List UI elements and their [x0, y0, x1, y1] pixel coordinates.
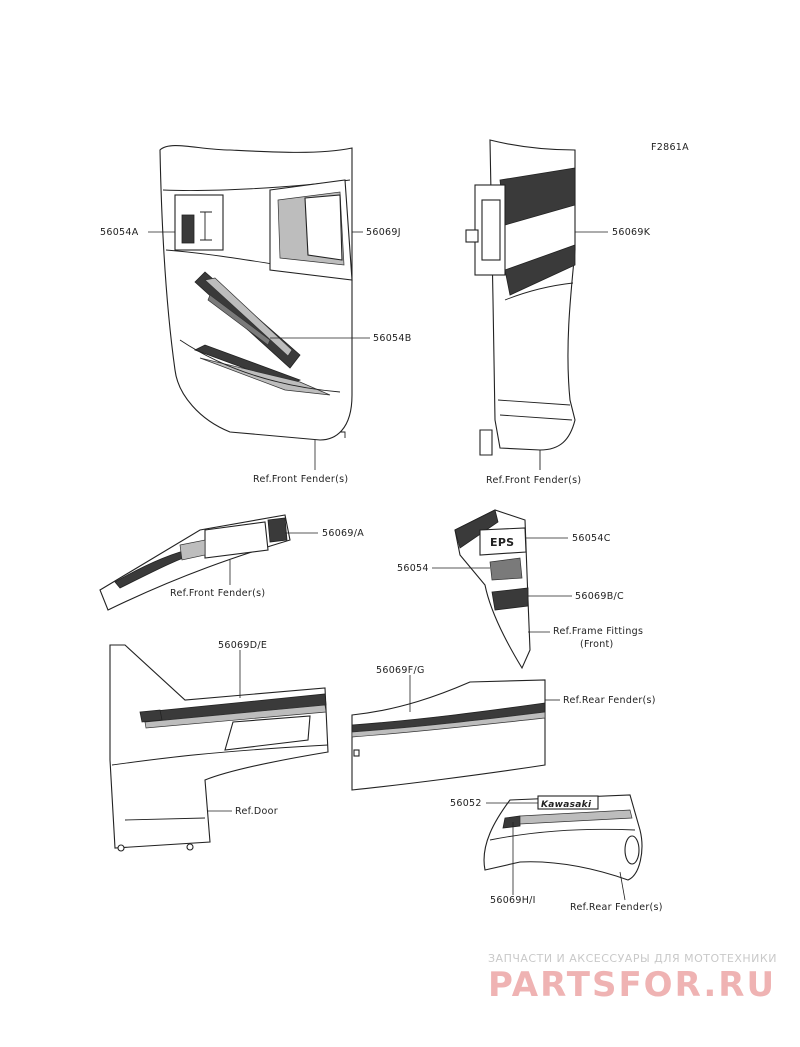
- label-56069A: 56069/A: [322, 528, 364, 539]
- decal-56054C: [479, 527, 527, 556]
- decal-56054B: [194, 271, 301, 369]
- frame-fittings-panel: EPS: [454, 509, 531, 670]
- label-ref-rear-fender-1: Ref.Rear Fender(s): [563, 695, 656, 706]
- label-56069HI: 56069H/I: [490, 895, 536, 906]
- label-56069J: 56069J: [366, 227, 401, 238]
- label-56054A: 56054A: [100, 227, 139, 238]
- front-fender-right-panel: [465, 139, 576, 470]
- decal-56052: [537, 795, 599, 810]
- label-ref-frame-1: Ref.Frame Fittings: [553, 626, 643, 637]
- decal-56054: [489, 557, 523, 581]
- label-56069DE: 56069D/E: [218, 640, 267, 651]
- label-56054B: 56054B: [373, 333, 412, 344]
- watermark-tagline: ЗАПЧАСТИ И АКСЕССУАРЫ ДЛЯ МОТОТЕХНИКИ: [488, 952, 777, 965]
- label-56052: 56052: [450, 798, 482, 809]
- label-56054C: 56054C: [572, 533, 611, 544]
- rear-fender-kawasaki-panel: Kawasaki: [483, 794, 643, 881]
- label-56069BC: 56069B/C: [575, 591, 624, 602]
- label-ref-front-fender-2: Ref.Front Fender(s): [486, 475, 581, 486]
- label-ref-front-fender-3: Ref.Front Fender(s): [170, 588, 265, 599]
- label-ref-rear-fender-2: Ref.Rear Fender(s): [570, 902, 663, 913]
- label-ref-frame-2: (Front): [580, 639, 614, 650]
- front-fender-left-panel: [159, 145, 353, 441]
- door-panel: [109, 644, 329, 852]
- decal-eps-text: EPS: [490, 536, 514, 549]
- label-56069K: 56069K: [612, 227, 651, 238]
- decal-kawasaki-text: Kawasaki: [541, 800, 592, 810]
- front-fender-decal-group: [99, 514, 291, 611]
- label-ref-door: Ref.Door: [235, 806, 278, 817]
- label-56054: 56054: [397, 563, 429, 574]
- rear-fender-side-panel: [351, 679, 546, 791]
- watermark-logo: PARTSFOR.RU: [488, 965, 776, 1005]
- label-56069FG: 56069F/G: [376, 665, 425, 676]
- label-ref-front-fender-1: Ref.Front Fender(s): [253, 474, 348, 485]
- figure-code: F2861A: [651, 142, 689, 153]
